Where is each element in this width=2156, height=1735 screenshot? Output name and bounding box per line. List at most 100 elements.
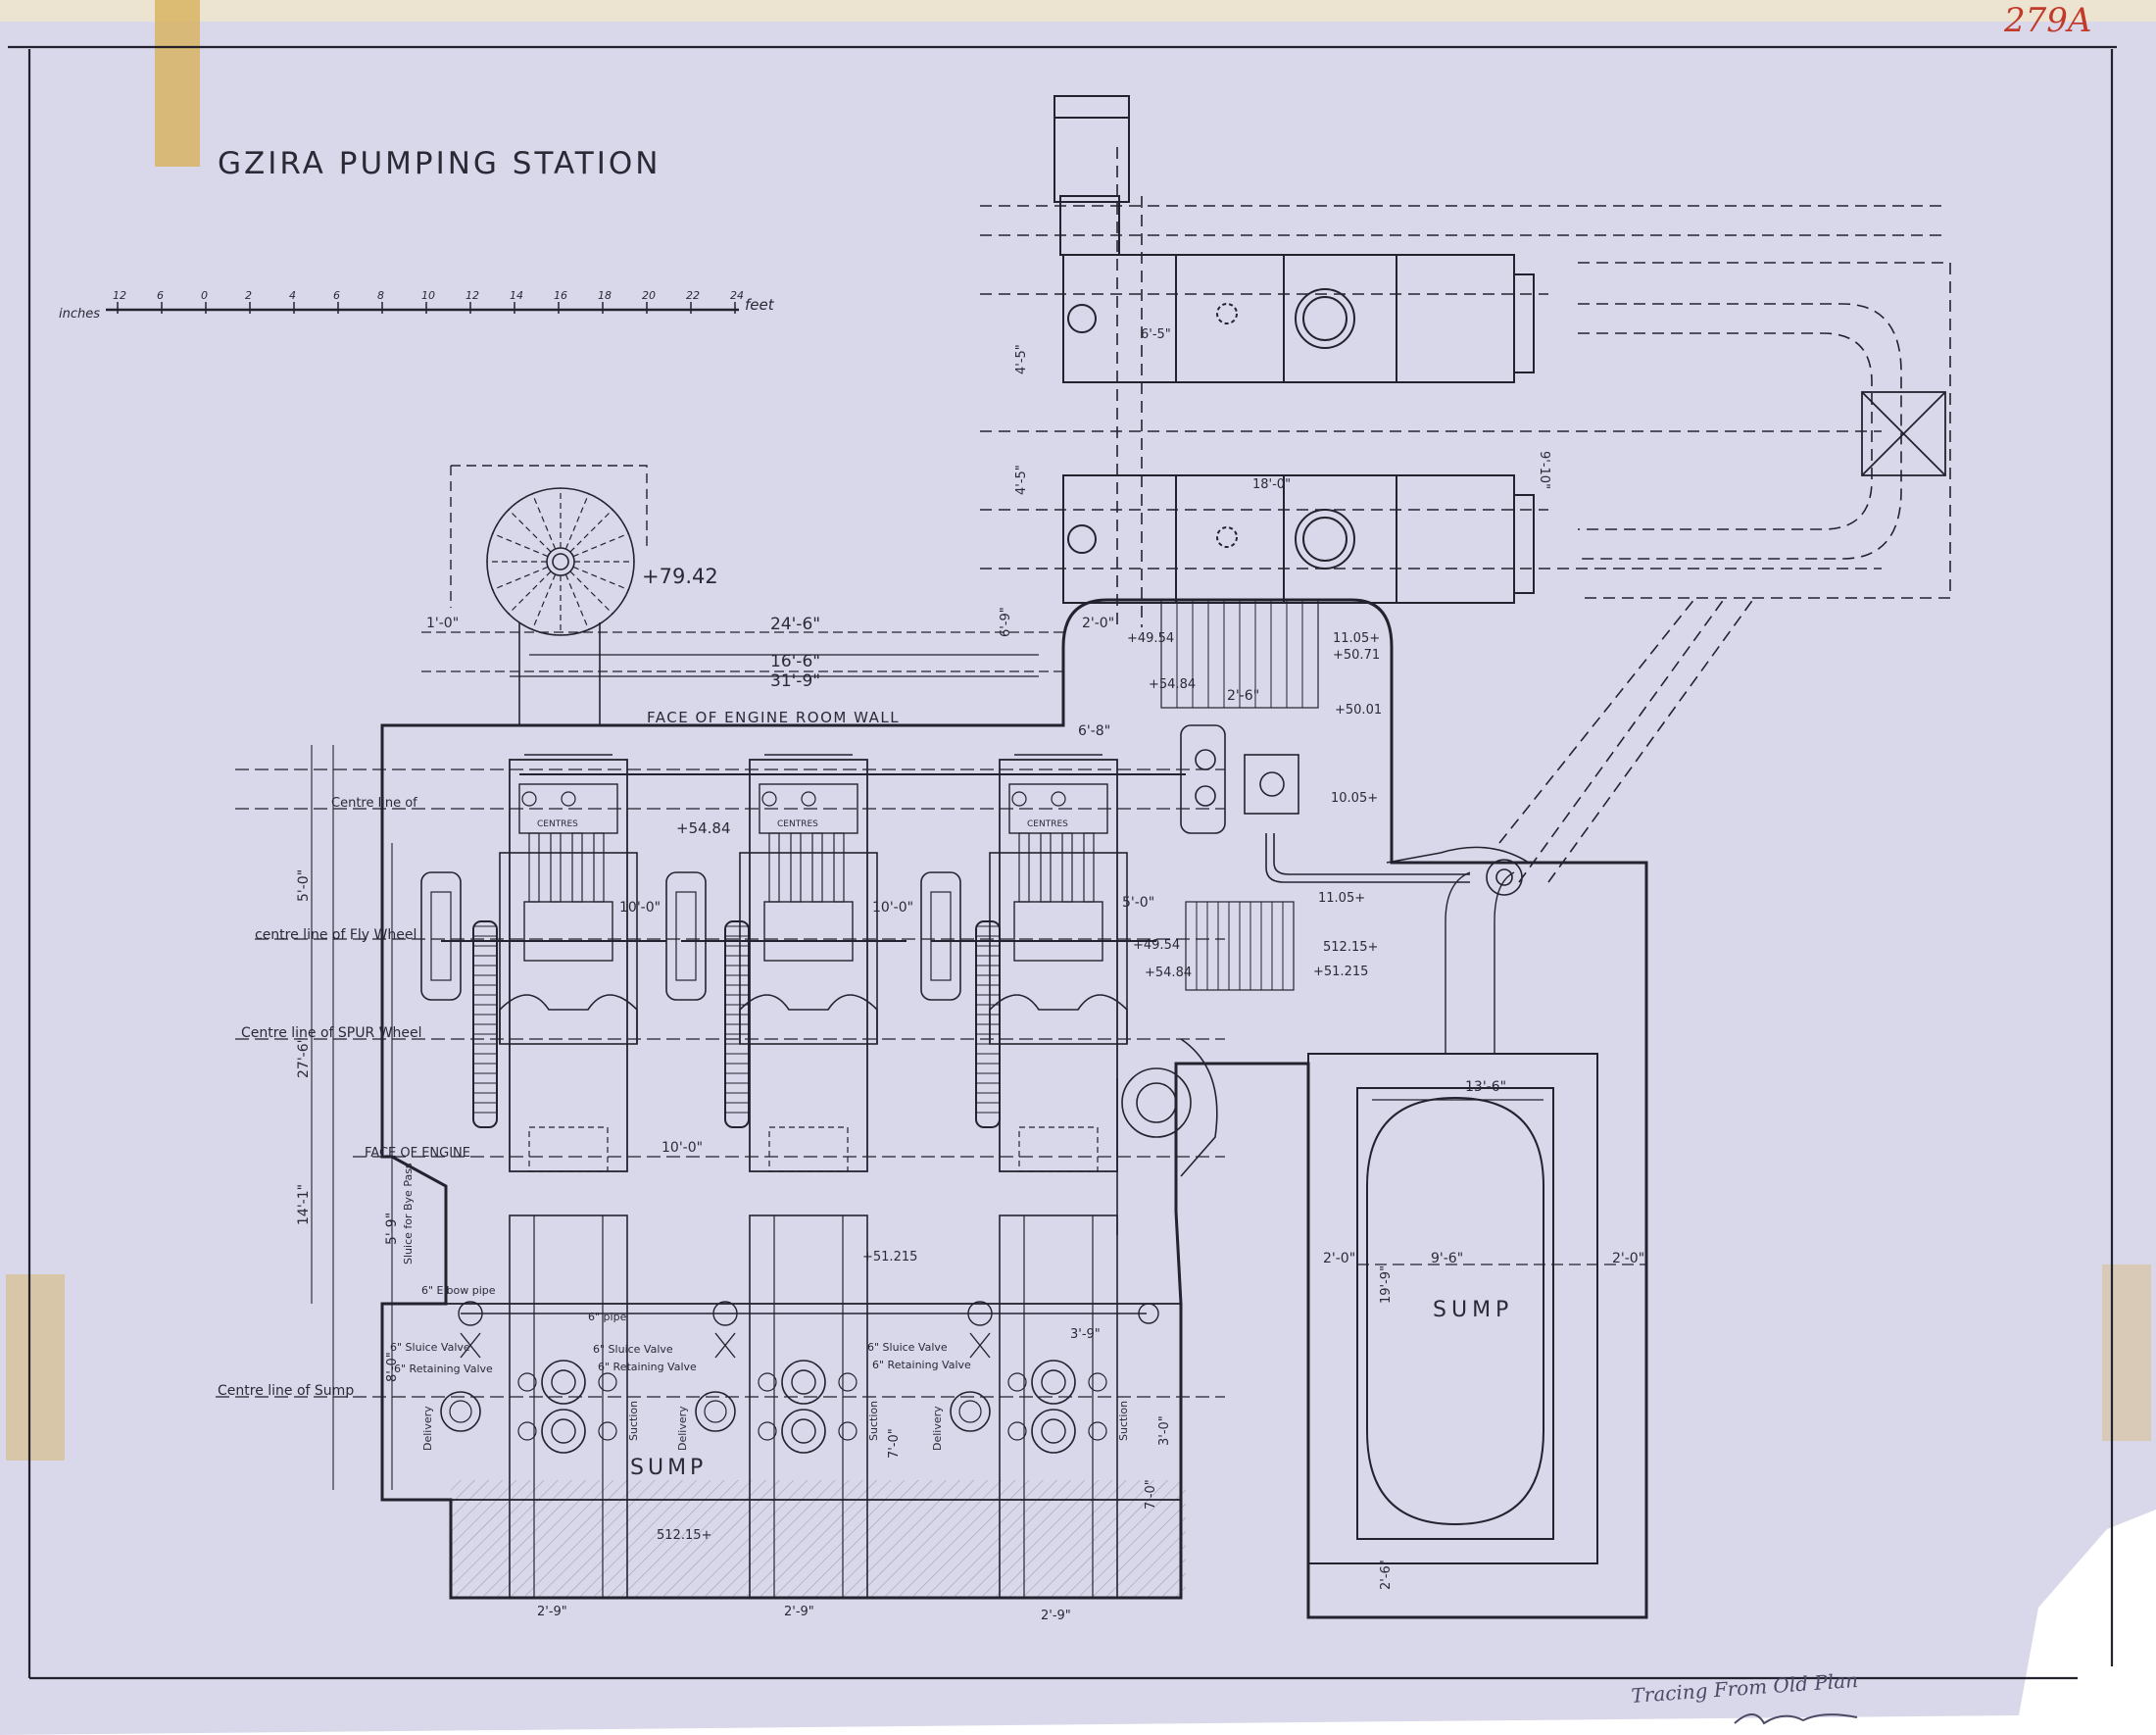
scale-tick-label: 20 [642, 289, 656, 302]
label-sump-small: SUMP [630, 1456, 707, 1480]
dim-2-9-b: 2'-9" [784, 1605, 814, 1619]
delivery-valve [950, 1391, 991, 1432]
dim-24-6: 24'-6" [770, 615, 820, 634]
tape-strip-bottom-left [6, 1274, 65, 1461]
label-suction: Suction [627, 1401, 640, 1441]
dim-5-0-a: 5'-0" [1122, 895, 1154, 911]
tape-strip-right [2102, 1264, 2151, 1441]
large-sump [1307, 871, 1646, 1564]
level-51-215-b: +51.215 [862, 1250, 917, 1264]
top-dimension-lines [421, 631, 1063, 677]
engine-unit-2: CENTRES [681, 754, 906, 1172]
scale-tick-label: 4 [289, 289, 296, 302]
stairs-lower [1185, 901, 1295, 991]
stairs-upper [1160, 599, 1319, 709]
delivery-valve [695, 1391, 736, 1432]
scale-tick-label: 18 [598, 289, 612, 302]
dim-5-0-left: 5'-0" [296, 869, 312, 902]
level-11-05-b: 11.05+ [1318, 891, 1365, 906]
tape-strip-top-left [155, 0, 200, 167]
fly-wheel [665, 871, 707, 1001]
dim-18-0: 18'-0" [1252, 477, 1291, 492]
dim-27-6: 27'-6" [296, 1037, 312, 1078]
governor-fittings [1116, 724, 1530, 1235]
dim-2-0-c: 2'-0" [1612, 1251, 1644, 1266]
label-face-engine-room-wall: FACE OF ENGINE ROOM WALL [647, 709, 900, 726]
dim-1-0: 1'-0" [426, 616, 459, 631]
dim-2-6-b: 2'-6" [1379, 1560, 1394, 1590]
dim-4-5b: 4'-5" [1014, 465, 1029, 495]
scale-tick-label: 16 [554, 289, 567, 302]
label-cl-sump: Centre line of Sump [218, 1383, 354, 1399]
dim-19-9: 19'-9" [1379, 1265, 1394, 1304]
scale-bar-left-label: inches [59, 307, 100, 322]
lower-pump-room [381, 1303, 1182, 1501]
wheel-set-1 [420, 871, 498, 1128]
scale-tick-label: 24 [730, 289, 744, 302]
flywheel-pit-outline [450, 465, 648, 608]
dim-14-1: 14'-1" [296, 1184, 312, 1225]
flywheel-spoke [492, 566, 549, 591]
label-cl-fly-wheel: centre line of Fly Wheel [255, 927, 416, 943]
handwritten-signature [1734, 1713, 1858, 1725]
dim-2-0-b: 2'-0" [1323, 1251, 1355, 1266]
dim-13-6: 13'-6" [1465, 1079, 1506, 1095]
scale-tick-label: 6 [333, 289, 340, 302]
flywheel-spoke [564, 493, 590, 550]
scale-tick-label: 6 [157, 289, 164, 302]
flywheel-spoke [531, 493, 557, 550]
label-suction: Suction [1117, 1401, 1130, 1441]
foundation-hatch [451, 1480, 1186, 1598]
label-retaining-valve-3: 6" Retaining Valve [872, 1359, 971, 1371]
flywheel-spoke [508, 509, 552, 553]
level-54-84-c: +54.84 [676, 819, 731, 837]
flywheel-spoke [572, 566, 629, 591]
level-11-05-a: 11.05+ [1333, 631, 1380, 646]
flywheel-spoke [531, 573, 557, 630]
level-50-71-a: +50.71 [1333, 648, 1380, 663]
fly-wheel [920, 871, 961, 1001]
dim-10-0-b: 10'-0" [872, 900, 913, 916]
label-delivery: Delivery [676, 1406, 689, 1451]
label-sluice-bypass: Sluice for Bye Pass [402, 1163, 415, 1264]
wheel-set-2 [665, 871, 750, 1128]
engine-unit-3: CENTRES [931, 754, 1156, 1172]
boiler-house-plan [1054, 95, 1535, 604]
flywheel-spoke [569, 509, 613, 553]
label-sluice-valve-2: 6" Sluice Valve [593, 1343, 673, 1356]
label-face-of-engine: FACE OF ENGINE [365, 1146, 470, 1161]
flue-junction [1861, 391, 1946, 476]
flywheel-spoke [564, 573, 590, 630]
label-six-pipe: 6" pipe [588, 1311, 627, 1323]
pipe-elbow [1138, 1303, 1159, 1324]
scale-tick-label: 12 [466, 289, 479, 302]
label-centres: CENTRES [537, 819, 578, 829]
level-54-84-top: +54.84 [1149, 677, 1196, 692]
dim-6-5: 6'-5" [1141, 327, 1171, 342]
scale-tick-label: 0 [201, 289, 208, 302]
dim-9-6: 9'-6" [1431, 1251, 1463, 1266]
flywheel-spoke [508, 570, 552, 615]
dim-6-8: 6'-8" [1078, 723, 1110, 739]
paper-top-strip [0, 0, 2156, 22]
flywheel-spoke [572, 532, 629, 558]
border-frame [8, 45, 2117, 1680]
level-51-215-a: +51.215 [1313, 965, 1368, 979]
reference-number: 279A [2003, 1, 2091, 40]
label-retaining-valve-2: 6" Retaining Valve [598, 1361, 697, 1373]
dim-16-6: 16'-6" [770, 652, 820, 671]
dim-31-9: 31'-9" [770, 671, 820, 691]
dim-2-9-a: 2'-9" [537, 1605, 567, 1619]
page-title: GZIRA PUMPING STATION [218, 146, 661, 181]
flywheel-spoke [492, 532, 549, 558]
scale-tick-label: 2 [245, 289, 252, 302]
label-centres: CENTRES [1027, 819, 1068, 829]
scale-tick-label: 12 [113, 289, 126, 302]
label-sluice-valve-1: 6" Sluice Valve [390, 1341, 470, 1354]
